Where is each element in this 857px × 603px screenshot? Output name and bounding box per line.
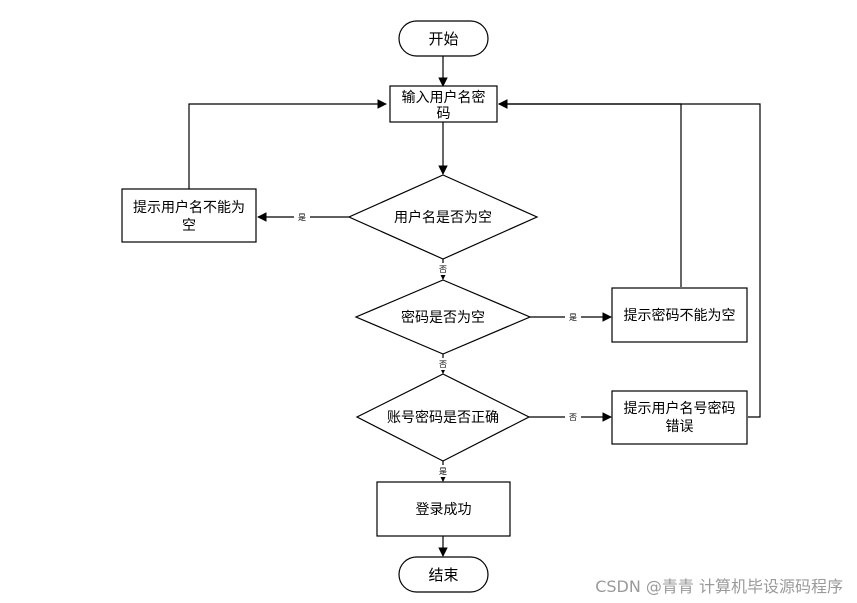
node-login-success: 登录成功: [376, 481, 511, 537]
edge-labels: 是 否 是 否 否 是: [294, 210, 581, 477]
node-input: 输入用户名密 码: [389, 85, 498, 123]
node-password-empty-label: 提示密码不能为空: [624, 307, 736, 324]
watermark: CSDN @青青 计算机毕设源码程序: [595, 577, 843, 596]
label-username-yes: 是: [298, 213, 306, 222]
node-username-empty: 提示用户名不能为 空: [121, 188, 257, 243]
edge-password-empty-back: [498, 99, 682, 287]
node-account-check: 账号密码是否正确: [355, 373, 531, 462]
node-end: 结束: [398, 556, 489, 593]
node-password-check-label: 密码是否为空: [401, 309, 485, 326]
node-input-line1: 输入用户名密: [402, 89, 486, 106]
node-input-line2: 码: [437, 106, 451, 122]
node-start-label: 开始: [428, 30, 458, 48]
label-password-yes: 是: [569, 313, 577, 322]
node-account-error-line1: 提示用户名号密码: [624, 400, 736, 417]
node-username-empty-line2: 空: [182, 218, 196, 234]
node-account-check-label: 账号密码是否正确: [387, 409, 499, 426]
node-username-check: 用户名是否为空: [347, 174, 539, 260]
label-account-no: 否: [569, 413, 577, 422]
node-start: 开始: [398, 20, 489, 57]
label-password-no: 否: [439, 360, 447, 369]
node-username-check-label: 用户名是否为空: [394, 209, 492, 226]
node-end-label: 结束: [428, 566, 458, 584]
label-account-yes: 是: [439, 467, 447, 476]
edge-username-empty-back: [188, 99, 387, 189]
node-username-empty-line1: 提示用户名不能为: [133, 199, 245, 216]
node-account-error-line2: 错误: [666, 419, 694, 435]
node-password-empty: 提示密码不能为空: [611, 287, 748, 343]
edge-account-error-back: [498, 99, 761, 418]
node-password-check: 密码是否为空: [354, 279, 532, 355]
node-login-success-label: 登录成功: [416, 502, 472, 518]
node-account-error: 提示用户名号密码 错误: [611, 390, 748, 445]
label-username-no: 否: [439, 265, 447, 274]
